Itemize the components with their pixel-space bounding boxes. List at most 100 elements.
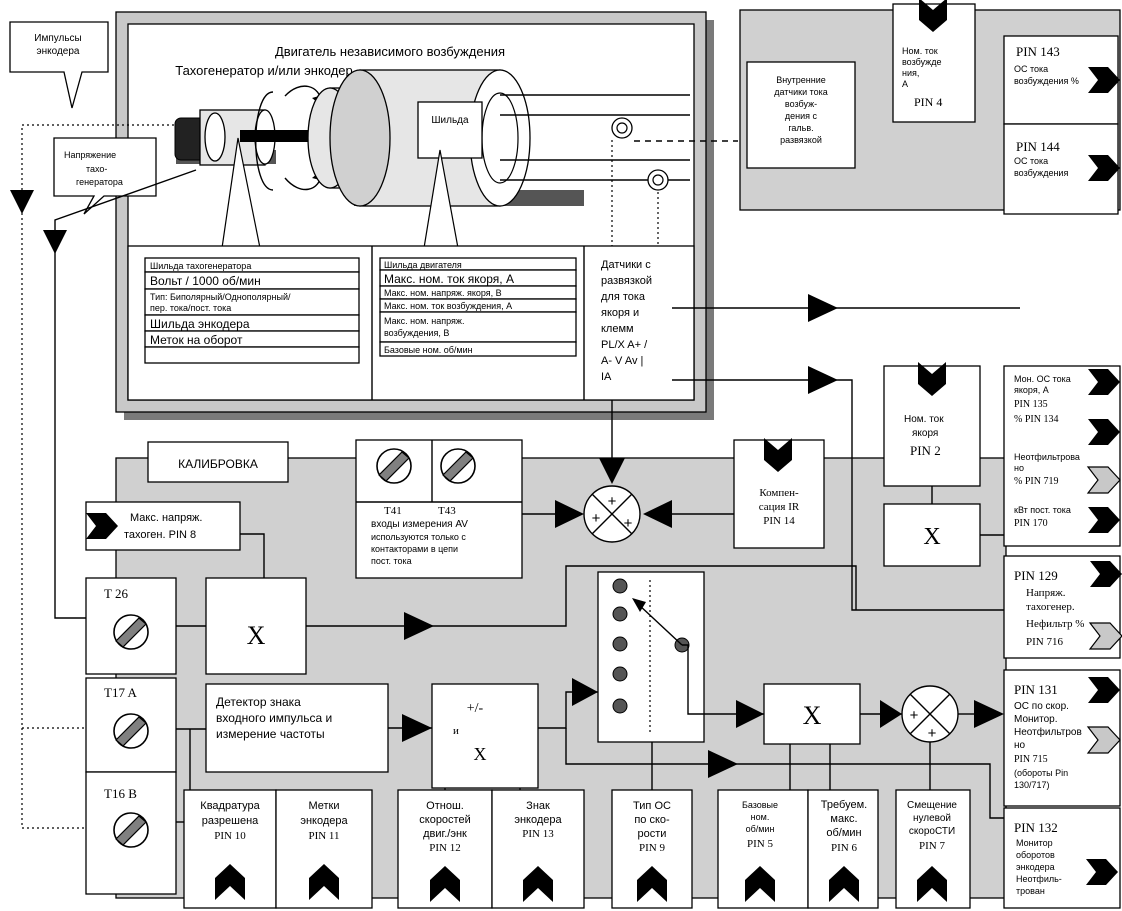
av-note-line: входы измерения AV: [371, 519, 468, 530]
param-pin: PIN 5: [747, 838, 773, 850]
encoder-dotted-line: [21, 124, 174, 829]
pin143-label: PIN 143: [1016, 44, 1060, 59]
t17a-label: T17 A: [104, 685, 137, 700]
sum2-plus: +: [910, 707, 919, 724]
motor-plate-row: Базовые ном. об/мин: [384, 345, 473, 355]
nameplate-label: Шильда: [431, 115, 469, 126]
av-note-line: контакторами в цепи: [371, 544, 458, 554]
tacho-plate-row: Шильда тахогенератора: [150, 261, 251, 271]
pin132-line: Монитор: [1016, 838, 1053, 848]
motor-callout: [423, 149, 459, 249]
internal-sensors-box: [746, 61, 856, 169]
tacho-multiplier-label: X: [247, 621, 266, 650]
internal-sensors-line: датчики тока: [774, 87, 828, 97]
sensors-line: PL/X A+ /: [601, 339, 648, 351]
motor-plate-row: Шильда двигателя: [384, 260, 462, 270]
param-text: Отнош.: [426, 800, 464, 812]
armature-signal-arrow: [808, 294, 838, 322]
tacho-multiplier-box: [205, 577, 307, 675]
motor-drawing: [174, 69, 690, 207]
t41-label: T41: [384, 505, 402, 517]
detector-out-arrow: [402, 714, 432, 742]
tacho-down-arrow: [43, 230, 67, 254]
param-box-quadrature: [183, 789, 277, 909]
monitor-line: % PIN 719: [1014, 476, 1058, 487]
monitor-line: Мон. ОС тока: [1014, 374, 1071, 384]
armature-nominal-line: якоря: [912, 428, 938, 439]
param-text: Знак: [526, 800, 550, 812]
sum1-left-arrow: [555, 500, 584, 528]
motor-plate-row: возбуждения, В: [384, 328, 449, 338]
internal-sensors-line: дения с: [785, 111, 818, 121]
tacho-voltage-line: Напряжение: [64, 150, 116, 160]
armature-feedback-arrow: [808, 366, 838, 394]
sensors-line: IA: [601, 371, 612, 383]
ir-comp-line: PIN 14: [763, 515, 795, 527]
speed-multiplier-label: X: [803, 701, 822, 730]
internal-sensors-line: Внутренние: [776, 75, 826, 85]
param-text: ном.: [751, 812, 770, 822]
calibration-title-box: [147, 441, 289, 483]
param-text: макс.: [830, 813, 857, 825]
param-pin: PIN 10: [214, 830, 246, 842]
param-pin: PIN 6: [831, 842, 857, 854]
param-text: нулевой: [913, 813, 951, 824]
pin131-line: 130/717): [1014, 780, 1050, 790]
t41-terminal-icon: [376, 448, 412, 484]
param-text: рости: [638, 828, 667, 840]
sum1-right-arrow: [643, 500, 672, 528]
tacho-plate-table: Шильда тахогенератора Вольт / 1000 об/ми…: [144, 257, 360, 364]
selector-contact: [612, 666, 628, 682]
param-pin: PIN 13: [522, 828, 554, 840]
plusminus-and: и: [453, 725, 459, 737]
sum1-top-arrow: [599, 458, 625, 484]
tacho-plate-row: Тип: Биполярный/Однополярный/: [150, 292, 291, 302]
sensors-line: для тока: [601, 291, 646, 303]
av-note-line: используются только с: [371, 532, 466, 542]
motor-nameplate: [417, 101, 483, 159]
tacho-plate-row: Шильда энкодера: [150, 317, 250, 331]
pin131-line: Неотфильтров: [1014, 726, 1082, 738]
pin132-line: Неотфиль-: [1016, 874, 1062, 884]
sum1-plus: +: [608, 493, 617, 510]
param-text: Смещение: [907, 800, 957, 811]
field-nominal-line: Ном. ток: [902, 46, 938, 56]
sum1-plus: +: [624, 515, 633, 532]
param-text: скороСТИ: [909, 826, 955, 837]
max-tacho-line: тахоген. PIN 8: [124, 529, 196, 541]
monitor-line: кВт пост. тока: [1014, 505, 1071, 515]
monitor-line: Неотфильтрова: [1014, 452, 1080, 462]
calibration-title: КАЛИБРОВКА: [178, 457, 258, 471]
motor-plate-row: Макс. ном. напряж.: [384, 316, 464, 326]
pin129-line: тахогенер.: [1026, 601, 1075, 613]
pin129-label: PIN 129: [1014, 568, 1058, 583]
armature-multiplier-box: [883, 503, 981, 567]
sum1-plus: +: [592, 510, 601, 527]
pin132-line: оборотов: [1016, 850, 1055, 860]
selector-contact: [612, 606, 628, 622]
encoder-monitor-line: [565, 728, 1004, 819]
encoder-down-arrow: [10, 190, 34, 214]
monitor-line: но: [1014, 463, 1024, 473]
tacho-callout: [221, 137, 261, 249]
internal-sensors-line: возбуж-: [785, 99, 817, 109]
tacho-voltage-callout: [53, 137, 157, 215]
param-text: Требуем.: [821, 799, 867, 811]
tacho-signal-line: [306, 565, 857, 627]
param-pin: PIN 9: [639, 842, 665, 854]
selector-contact: [612, 698, 628, 714]
ir-comp-line: Компен-: [759, 487, 799, 499]
monitor-line: якоря, А: [1014, 385, 1049, 395]
ir-comp-line: сация IR: [759, 501, 800, 513]
param-box-encoder-sign: [491, 789, 585, 909]
armature-nominal-pin: PIN 2: [910, 443, 941, 458]
motor-plate-row: Макс. ном. ток возбуждения, А: [384, 301, 512, 311]
sensors-line: якоря и: [601, 307, 639, 319]
tacho-encoder-title: Тахогенератор и/или энкодер: [175, 63, 353, 78]
param-box-speed-ratio: [397, 789, 493, 909]
plusminus-x: X: [474, 744, 487, 764]
sensors-line: развязкой: [601, 275, 652, 287]
t43-label: T43: [438, 505, 456, 517]
pin143-desc: возбуждения %: [1014, 76, 1079, 86]
pin131-line: но: [1014, 740, 1026, 751]
